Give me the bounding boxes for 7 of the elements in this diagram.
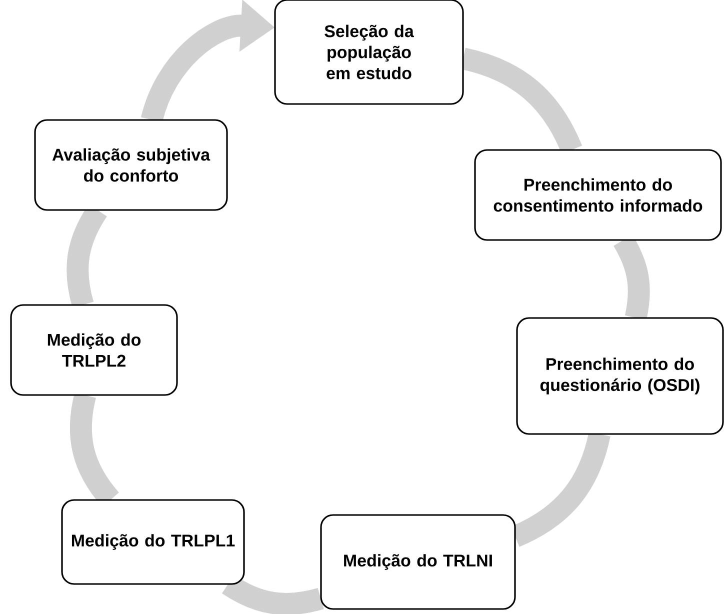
- step-box: Preenchimento do consentimento informado: [474, 149, 722, 241]
- step-box: Medição do TRLPL2: [10, 304, 178, 396]
- step-box: Medição do TRLNI: [320, 514, 516, 610]
- step-box: Preenchimento do questionário (OSDI): [516, 317, 724, 435]
- step-box: Medição do TRLPL1: [61, 499, 245, 585]
- step-box: Avaliação subjetiva do conforto: [34, 119, 228, 211]
- step-box: Seleção da população em estudo: [274, 0, 464, 105]
